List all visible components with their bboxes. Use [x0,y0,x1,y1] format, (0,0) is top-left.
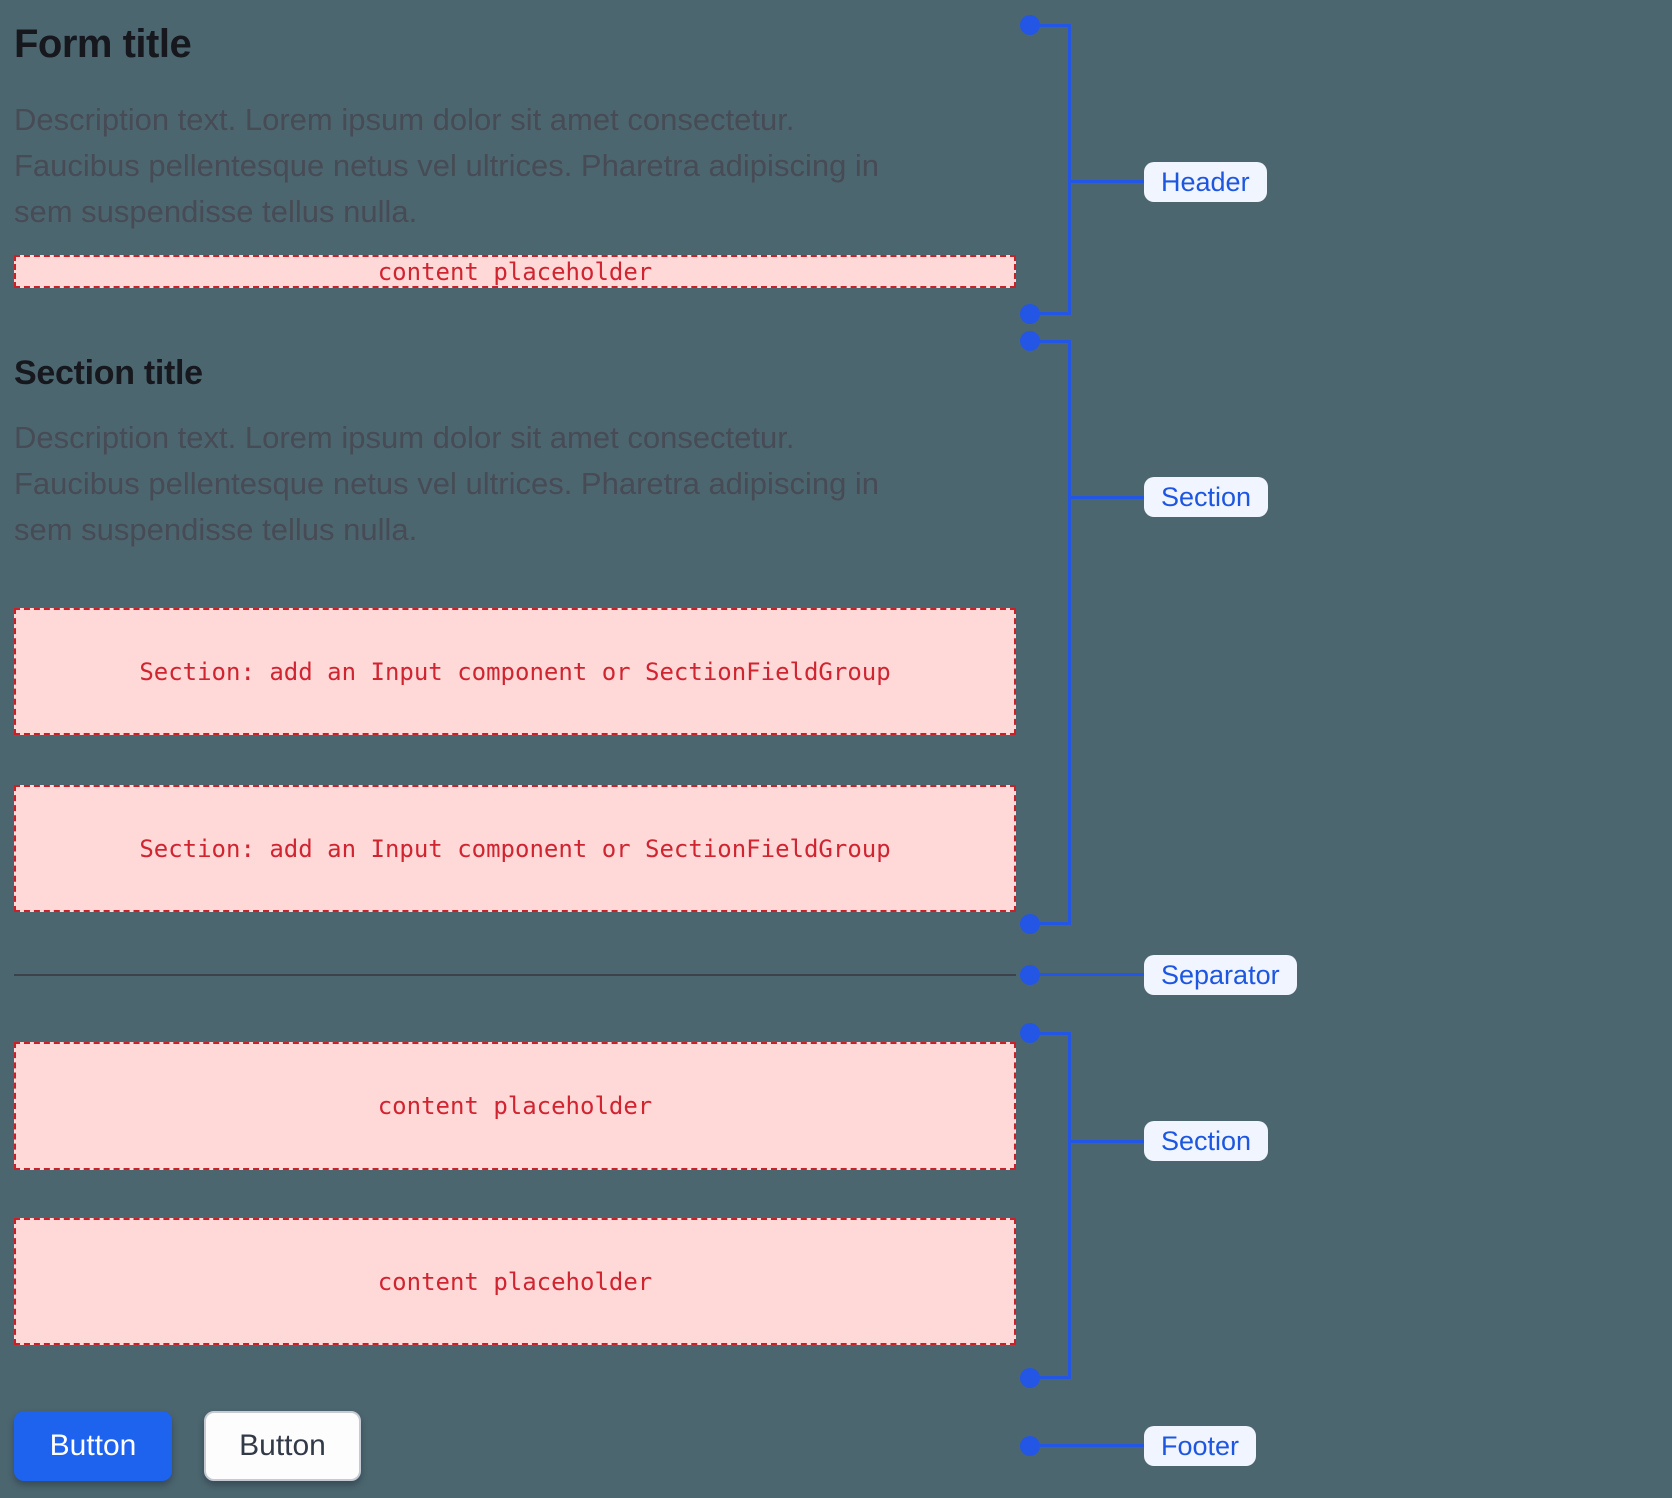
bracket-line [1068,1032,1071,1379]
section-field-placeholder: Section: add an Input component or Secti… [14,608,1016,735]
bracket-dot [1020,1368,1040,1388]
bracket-connector [1071,180,1144,183]
section-field-placeholder: Section: add an Input component or Secti… [14,785,1016,912]
section2-content-placeholder: content placeholder [14,1042,1016,1170]
form-description-line: Description text. Lorem ipsum dolor sit … [14,102,795,137]
form-description-line: sem suspendisse tellus nulla. [14,194,418,229]
section-title: Section title [14,354,203,392]
section2-content-placeholder: content placeholder [14,1218,1016,1345]
bracket-line [1030,1032,1071,1035]
bracket-line [1030,312,1071,315]
secondary-button[interactable]: Button [204,1411,361,1481]
section-description-line: Description text. Lorem ipsum dolor sit … [14,420,795,455]
bracket-line [1030,24,1071,27]
bracket-dot [1020,914,1040,934]
section-description: Description text. Lorem ipsum dolor sit … [14,415,879,553]
bracket-line [1030,1376,1071,1379]
bracket-connector [1071,496,1144,499]
section-badge: Section [1144,477,1269,517]
section-description-line: Faucibus pellentesque netus vel ultrices… [14,466,880,501]
section-badge: Section [1144,1121,1269,1161]
separator-line [14,974,1016,976]
placeholder-text: Section: add an Input component or Secti… [139,834,891,863]
form-description: Description text. Lorem ipsum dolor sit … [14,97,879,235]
bracket-connector [1030,973,1144,976]
placeholder-text: Section: add an Input component or Secti… [139,657,891,686]
bracket-line [1030,922,1071,925]
bracket-connector [1071,1140,1144,1143]
header-content-placeholder: content placeholder [14,255,1016,288]
primary-button[interactable]: Button [14,1411,172,1481]
placeholder-text: content placeholder [377,1267,653,1296]
bracket-line [1068,24,1071,315]
section-description-line: sem suspendisse tellus nulla. [14,512,418,547]
form-description-line: Faucibus pellentesque netus vel ultrices… [14,148,880,183]
separator-badge: Separator [1144,955,1297,995]
header-badge: Header [1144,162,1267,202]
bracket-line [1030,340,1071,343]
footer-badge: Footer [1144,1426,1257,1466]
bracket-connector [1030,1444,1144,1447]
form-title: Form title [14,22,192,66]
placeholder-text: content placeholder [377,257,653,286]
bracket-line [1068,340,1071,925]
bracket-dot [1020,304,1040,324]
placeholder-text: content placeholder [377,1092,653,1120]
